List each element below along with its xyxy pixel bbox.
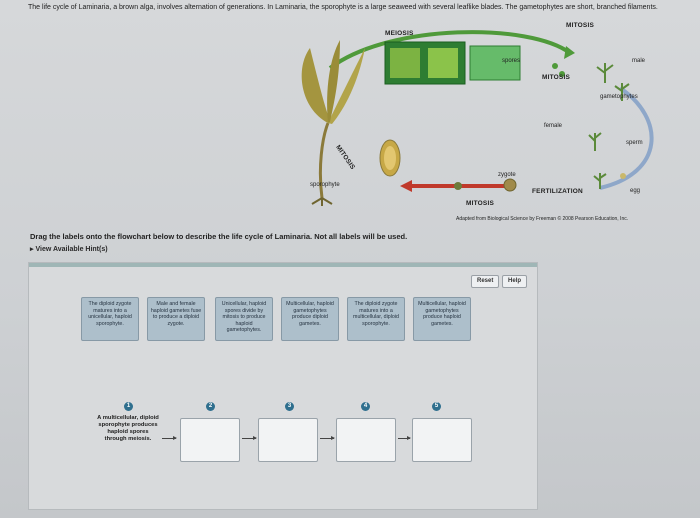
label-tile[interactable]: Male and female haploid gametes fuse to … bbox=[147, 297, 205, 341]
caret-right-icon: ▸ bbox=[30, 246, 36, 253]
label-sporophyte: sporophyte bbox=[310, 182, 340, 188]
label-tile[interactable]: The diploid zygote matures into a multic… bbox=[347, 297, 405, 341]
step-number-5: 5 bbox=[432, 402, 441, 411]
label-tile[interactable]: Unicellular, haploid spores divide by mi… bbox=[215, 297, 273, 341]
flow-arrow bbox=[320, 436, 335, 440]
hint-label: View Available Hint(s) bbox=[35, 246, 108, 253]
life-cycle-diagram bbox=[301, 30, 654, 206]
label-tile[interactable]: The diploid zygote matures into a unicel… bbox=[81, 297, 139, 341]
step-number-3: 3 bbox=[285, 402, 294, 411]
flow-arrow bbox=[242, 436, 257, 440]
label-male: male bbox=[632, 58, 646, 64]
instruction-text: Drag the labels onto the flowchart below… bbox=[30, 232, 408, 241]
drop-target-5[interactable] bbox=[412, 418, 472, 462]
drop-target-4[interactable] bbox=[336, 418, 396, 462]
label-gametophytes: gametophytes bbox=[600, 94, 638, 100]
panel-top-bar bbox=[29, 263, 537, 267]
intro-text: The life cycle of Laminaria, a brown alg… bbox=[28, 4, 658, 11]
drop-target-3[interactable] bbox=[258, 418, 318, 462]
label-spores: spores bbox=[502, 58, 521, 64]
flow-arrow bbox=[398, 436, 411, 440]
label-sperm: sperm bbox=[626, 140, 643, 146]
step-number-1: 1 bbox=[124, 402, 133, 411]
step-1-text: A multicellular, diploid sporophyte prod… bbox=[97, 415, 159, 442]
life-cycle-figure: MEIOSIS spores MITOSIS male MITOSIS game… bbox=[270, 22, 670, 228]
step-number-4: 4 bbox=[361, 402, 370, 411]
reset-button[interactable]: Reset bbox=[471, 275, 500, 288]
label-egg: egg bbox=[630, 188, 641, 194]
label-female: female bbox=[544, 123, 563, 129]
label-tile[interactable]: Multicellular, haploid gametophytes prod… bbox=[413, 297, 471, 341]
label-tile[interactable]: Multicellular, haploid gametophytes prod… bbox=[281, 297, 339, 341]
label-mitosis-top: MITOSIS bbox=[566, 22, 595, 29]
label-meiosis: MEIOSIS bbox=[385, 30, 414, 37]
figure-credit: Adapted from Biological Science by Freem… bbox=[456, 216, 629, 222]
label-mitosis-bottom: MITOSIS bbox=[466, 200, 495, 207]
drag-drop-panel: Reset Help The diploid zygote matures in… bbox=[28, 262, 538, 510]
help-button[interactable]: Help bbox=[502, 275, 528, 288]
flow-arrow bbox=[162, 436, 177, 440]
label-mitosis-mid: MITOSIS bbox=[542, 74, 571, 81]
step-number-2: 2 bbox=[206, 402, 215, 411]
label-zygote: zygote bbox=[498, 172, 516, 178]
sporophyte-illustration bbox=[301, 40, 365, 206]
label-fertilization: FERTILIZATION bbox=[532, 188, 583, 195]
view-hints-link[interactable]: ▸ View Available Hint(s) bbox=[30, 245, 108, 253]
drop-target-2[interactable] bbox=[180, 418, 240, 462]
